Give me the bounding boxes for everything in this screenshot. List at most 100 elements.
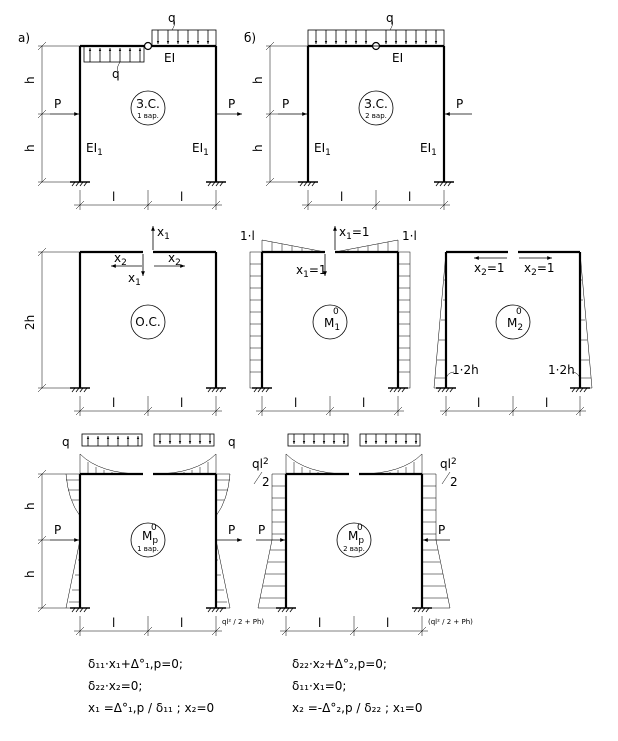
mp2-label-right-den: 2 — [450, 475, 458, 489]
dimension-lines — [37, 247, 222, 416]
col-left-ei: EI1 — [314, 141, 331, 158]
fixed-support-icon — [298, 181, 454, 187]
m2-circle-label: M2 — [507, 316, 523, 333]
m2-label-left: 1·2h — [452, 363, 479, 377]
m1-circle-sup: 0 — [333, 307, 339, 317]
mp1-circle-sup: 0 — [151, 523, 157, 533]
distributed-load-down-icon — [151, 29, 217, 47]
mp2-circle-label: Mp — [348, 529, 364, 546]
equation-right-2: δ₁₁·x₁=0; — [292, 679, 346, 693]
state-circle-main: О.С. — [135, 315, 160, 329]
hinge-icon — [143, 41, 153, 51]
dim-l-left: l — [477, 396, 480, 410]
m1-circle-label: M1 — [324, 316, 340, 333]
load-q-top: q — [168, 11, 176, 25]
dim-h-upper: h — [23, 502, 37, 510]
mp2-label-right: ql2 — [440, 457, 457, 471]
dimension-lines — [440, 396, 586, 416]
dim-l-left: l — [294, 396, 297, 410]
dim-l-right: l — [180, 190, 183, 204]
force-left: P — [282, 97, 289, 111]
x1-down-label: x1=1 — [296, 263, 327, 280]
dimension-lines — [37, 469, 222, 636]
fixed-support-icon — [436, 387, 590, 393]
x2-right-label: x2 — [168, 251, 181, 268]
x2-left-label: x2=1 — [474, 261, 505, 278]
force-right: P — [456, 97, 463, 111]
load-q-left: q — [62, 435, 70, 449]
distributed-load-down-icon — [287, 433, 421, 447]
dimension-lines — [256, 396, 404, 416]
dim-l-left: l — [318, 616, 321, 630]
basic-system: x1 x1 x2 x2 О.С. 2h l l — [23, 225, 226, 416]
state-circle-main: З.С. — [136, 97, 160, 111]
x2-right-label: x2=1 — [524, 261, 555, 278]
state-circle — [130, 522, 166, 558]
m1-diagram: 1·l 1·l x1=1 x1=1 M1 0 l l — [240, 225, 417, 416]
mp2-circle-sup: 0 — [357, 523, 363, 533]
dim-h-lower: h — [251, 144, 265, 152]
dim-l-left: l — [112, 616, 115, 630]
dim-l-left: l — [340, 190, 343, 204]
panel-a-label: a) — [18, 31, 30, 45]
mp2-label-left: ql2 — [252, 457, 269, 471]
m1-label-right: 1·l — [402, 229, 417, 243]
distributed-load-up-icon — [83, 45, 145, 63]
dimension-lines — [37, 41, 222, 210]
force-left: P — [258, 523, 265, 537]
beam-ei: EI — [164, 51, 175, 65]
dim-2h: 2h — [23, 315, 37, 330]
panel-a: a) q — [18, 11, 242, 210]
mp2-bottom-label: (ql² / 2 + Ph) — [428, 618, 473, 626]
x1-up-label: x1 — [157, 225, 170, 242]
dim-h-upper: h — [251, 76, 265, 84]
dim-l-right: l — [180, 396, 183, 410]
state-circle — [336, 522, 372, 558]
fixed-support-icon — [70, 181, 226, 187]
equation-left-2: δ₂₂·x₂=0; — [88, 679, 142, 693]
fixed-support-icon — [70, 387, 226, 393]
state-circle-sub: 2 вар. — [365, 112, 387, 120]
load-q: q — [386, 11, 394, 25]
force-left: P — [54, 97, 61, 111]
force-right: P — [228, 523, 235, 537]
x1-up-label: x1=1 — [339, 225, 370, 242]
dimension-lines — [280, 616, 428, 636]
force-right: P — [228, 97, 235, 111]
col-left-ei: EI1 — [86, 141, 103, 158]
equations-right: δ₂₂·x₂+Δ°₂,p=0; δ₁₁·x₁=0; x₂ =-Δ°₂,p / δ… — [292, 657, 422, 715]
mp1-bottom-label: ql² / 2 + Ph) — [222, 618, 264, 626]
state-circle — [358, 90, 394, 126]
dim-l-right: l — [180, 616, 183, 630]
col-right-ei: EI1 — [420, 141, 437, 158]
mp2-label-left-den: 2 — [262, 475, 270, 489]
state-circle — [495, 304, 531, 340]
equation-left-1: δ₁₁·x₁+Δ°₁,p=0; — [88, 657, 183, 671]
m2-label-right: 1·2h — [548, 363, 575, 377]
equation-right-3: x₂ =-Δ°₂,p / δ₂₂ ; x₁=0 — [292, 701, 422, 715]
mp2-circle-var: 2 вар. — [343, 545, 365, 553]
dim-l-left: l — [112, 190, 115, 204]
mp1-circle-var: 1 вар. — [137, 545, 159, 553]
panel-b: б) q — [244, 11, 472, 210]
fixed-support-icon — [70, 607, 226, 613]
x2-left-label: x2 — [114, 251, 127, 268]
distributed-load-down-icon — [307, 29, 445, 47]
dim-h-lower: h — [23, 570, 37, 578]
panel-b-label: б) — [244, 31, 256, 45]
fixed-support-icon — [276, 607, 432, 613]
dim-l-right: l — [362, 396, 365, 410]
equation-right-1: δ₂₂·x₂+Δ°₂,p=0; — [292, 657, 387, 671]
state-circle-sub: 1 вар. — [137, 112, 159, 120]
state-circle — [130, 90, 166, 126]
equation-left-3: x₁ =Δ°₁,p / δ₁₁ ; x₂=0 — [88, 701, 214, 715]
dim-l-left: l — [112, 396, 115, 410]
distributed-load-down-icon — [153, 433, 215, 447]
force-right: P — [438, 523, 445, 537]
mp1-moment-fill — [65, 453, 231, 609]
dim-l-right: l — [408, 190, 411, 204]
distributed-load-up-icon — [81, 433, 143, 447]
mp2-moment-fill — [257, 453, 451, 609]
state-circle-main: З.С. — [364, 97, 388, 111]
beam-ei: EI — [392, 51, 403, 65]
